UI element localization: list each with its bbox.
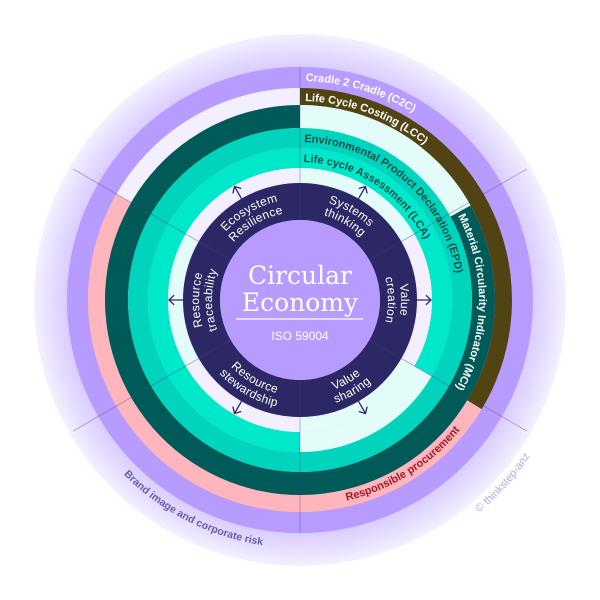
divider-line [369,339,528,432]
segment-dividers [72,67,528,533]
ring-lcc-olive [300,88,513,410]
inner-band-traceability [168,234,199,366]
divider-line [72,168,231,261]
center-title-line1: Circular [248,261,352,290]
ring-lca-bright-teal-left [148,148,300,452]
ring-mci-light [300,105,471,217]
arrow-outward-icon [232,185,243,200]
center-disk [220,220,380,380]
ring-lca-bright-teal [300,148,453,376]
inner-band-value-creation [401,234,432,366]
center-title-line2: Economy [242,288,359,317]
ring-lca-light [300,366,432,452]
divider-line [369,168,528,261]
inner-band-ecosystem [185,168,300,242]
inner-band-value-sharing [300,358,415,432]
divider-line [72,339,231,432]
principle-arrows [168,185,432,415]
inner-band-stewardship [185,358,300,432]
ring-lavender-gap [116,88,300,203]
principle-value-creation-line1: Value [397,283,412,317]
arrow-outward-icon [232,400,243,415]
arrow-outward-icon [357,400,368,415]
principles-ring-navy [183,183,417,417]
principle-value-creation-line2: creation [382,275,399,325]
center-subtitle: ISO 59004 [271,329,329,343]
arrow-outward-icon [168,294,183,306]
arrow-outward-icon [357,185,368,200]
inner-band-systems [300,168,415,242]
ring-segments [66,66,533,534]
arrow-outward-icon [417,294,432,306]
